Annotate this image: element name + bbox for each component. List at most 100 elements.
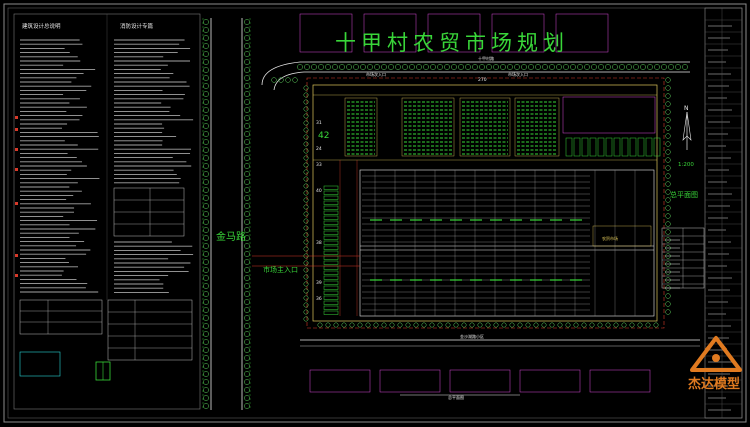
tree-symbol [244, 123, 250, 129]
tree-symbol [509, 322, 515, 328]
tree-symbol [486, 64, 492, 70]
tree-symbol [665, 173, 671, 179]
drawing-frame [3, 3, 747, 423]
residential-block [449, 369, 511, 393]
dim-31: 31 [316, 120, 322, 126]
tree-symbol [244, 251, 250, 257]
stall-unit [597, 137, 605, 157]
tree-symbol [303, 295, 309, 301]
stall-unit [637, 137, 645, 157]
west-road [202, 18, 251, 410]
tree-symbol [542, 64, 548, 70]
tree-symbol [303, 260, 309, 266]
tree-symbol [244, 195, 250, 201]
stall-unit [629, 137, 637, 157]
left-stall [323, 220, 339, 225]
market-label-box [592, 225, 652, 247]
tree-symbol [203, 227, 209, 233]
tree-symbol [244, 163, 250, 169]
tree-symbol [244, 115, 250, 121]
tree-symbol [244, 283, 250, 289]
tree-symbol [292, 77, 298, 83]
tree-symbol [203, 107, 209, 113]
tree-symbol [339, 64, 345, 70]
tree-symbol [665, 141, 671, 147]
tree-symbol [430, 64, 436, 70]
tree-symbol [244, 267, 250, 273]
tree-symbol [637, 322, 643, 328]
tree-symbol [645, 322, 651, 328]
tree-symbol [203, 83, 209, 89]
market-hall-label: 农贸市场 [602, 235, 618, 241]
tree-symbol [605, 64, 611, 70]
tree-symbol [665, 133, 671, 139]
tree-symbol [303, 316, 309, 322]
tree-symbol [500, 64, 506, 70]
tree-symbol [665, 221, 671, 227]
tree-symbol [303, 302, 309, 308]
tree-symbol [244, 219, 250, 225]
tree-symbol [665, 301, 671, 307]
tree-symbol [598, 64, 604, 70]
stall-unit [645, 137, 653, 157]
tree-symbol [665, 85, 671, 91]
residential-block [299, 13, 353, 53]
tree-symbol [570, 64, 576, 70]
top-entrance-label-2: 市场次入口 [508, 71, 528, 77]
tree-symbol [325, 64, 331, 70]
top-residential-blocks [299, 13, 609, 53]
tree-symbol [203, 355, 209, 361]
left-stall [323, 260, 339, 265]
top-stall-rows [344, 97, 661, 157]
note-bullet [15, 274, 18, 277]
dim-left-height: 42 [318, 131, 329, 141]
notes-text-lines [20, 39, 194, 293]
tree-symbol [203, 147, 209, 153]
note-bullet [15, 148, 18, 151]
tree-symbol [244, 275, 250, 281]
tree-symbol [203, 123, 209, 129]
tree-symbol [461, 322, 467, 328]
tree-symbol [203, 115, 209, 121]
tree-symbol [665, 77, 671, 83]
tree-symbol [453, 322, 459, 328]
tree-symbol [613, 322, 619, 328]
residential-block [519, 369, 581, 393]
market-hall-grid [362, 170, 652, 316]
tree-symbol [203, 275, 209, 281]
tree-symbol [244, 83, 250, 89]
tree-symbol [563, 64, 569, 70]
tree-symbol [589, 322, 595, 328]
bottom-residential-blocks [309, 369, 651, 393]
tree-symbol [244, 291, 250, 297]
stall-unit [613, 137, 621, 157]
note-bullet [15, 202, 18, 205]
tree-symbol [203, 403, 209, 409]
tree-symbol [244, 91, 250, 97]
tree-symbol [365, 322, 371, 328]
tree-symbol [395, 64, 401, 70]
tree-symbol [203, 387, 209, 393]
bottom-road-label: 金沙湖路小区 [460, 333, 484, 339]
stall-block [401, 97, 455, 157]
left-stall [323, 185, 339, 190]
dim-24: 24 [316, 146, 322, 152]
tree-symbol [665, 189, 671, 195]
note-bullet [15, 168, 18, 171]
tree-symbol [303, 127, 309, 133]
left-stall [323, 200, 339, 205]
plan-title: 十甲村农贸市场规划 [335, 31, 569, 55]
notes-panel: 建筑设计总说明 消防设计专篇 [13, 13, 201, 410]
tree-symbol [374, 64, 380, 70]
tree-symbol [445, 322, 451, 328]
tree-symbol [203, 99, 209, 105]
tree-symbol [271, 77, 277, 83]
tree-symbol [244, 59, 250, 65]
tree-symbol [619, 64, 625, 70]
left-stall [323, 285, 339, 290]
tree-symbol [297, 64, 303, 70]
tree-symbol [244, 379, 250, 385]
tree-symbol [244, 403, 250, 409]
dim-33: 33 [316, 162, 322, 168]
tree-symbol [203, 91, 209, 97]
